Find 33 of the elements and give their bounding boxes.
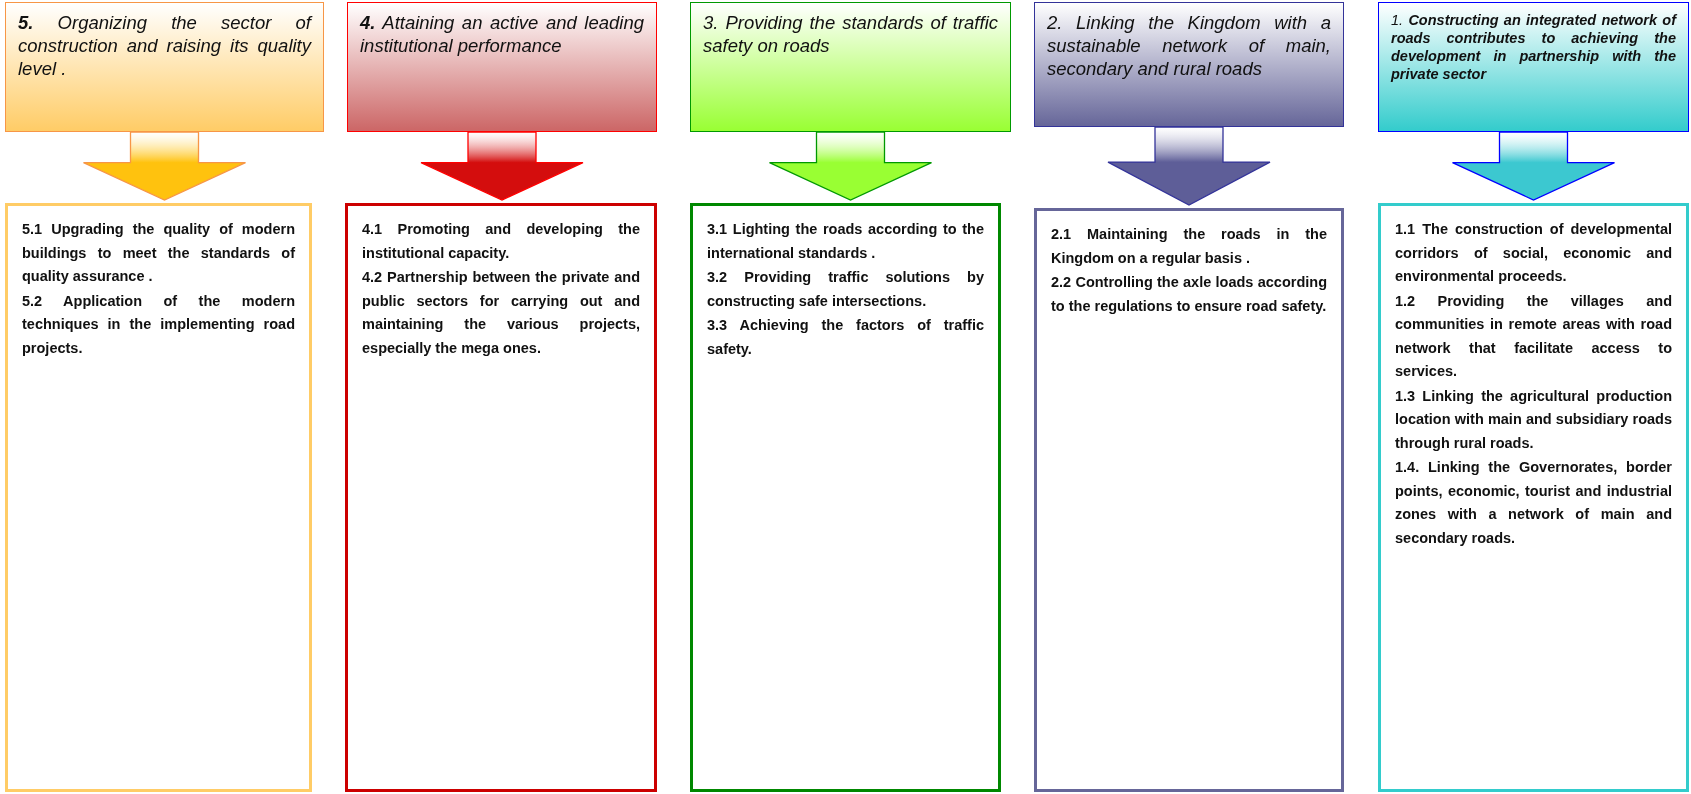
action-list-box [5,203,312,792]
action-item: 1.4. Linking the Governorates, border points, economic, tourist and industrial zones with a network of main and secondary roads. [1395,458,1672,548]
action-item: 2.1 Maintaining the roads in the Kingdom on a regular basis . [1051,225,1327,268]
action-item: 1.1 The construction of developmental corridors of social, economic and environmental proceeds. [1395,220,1672,286]
block-arrow [768,131,933,201]
objective-title: 2. Linking the Kingdom with a sustainable network of main, secondary and rural roads [1047,11,1331,80]
action-list-box [1034,208,1344,792]
objective-header-box [1034,2,1344,127]
action-item: 1.2 Providing the villages and communities in remote areas with road network that facilitate access to services. [1395,291,1672,381]
action-item: 4.2 Partnership between the private and public sectors for carrying out and maintaining the various projects, especially the mega ones. [362,268,640,358]
objective-header-box [1378,2,1689,132]
block-arrow [1451,131,1616,201]
action-item: 3.2 Providing traffic solutions by constructing safe intersections. [707,268,984,311]
action-list-box [345,203,657,792]
objective-title: 1. Constructing an integrated network of roads contributes to achieving the development in partnership with the private sector [1391,11,1676,83]
block-arrow [82,131,247,201]
objective-title: 5. Organizing the sector of construction and raising its quality level . [18,11,311,80]
action-item: 3.1 Lighting the roads according to the international standards . [707,220,984,263]
block-arrow [1107,126,1271,206]
action-item: 5.2 Application of the modern techniques in the implementing road projects. [22,291,295,358]
action-item: 2.2 Controlling the axle loads according to the regulations to ensure road safety. [1051,273,1327,316]
action-item: 4.1 Promoting and developing the institutional capacity. [362,220,640,263]
objective-title: 4. Attaining an active and leading institutional performance [360,11,644,57]
action-item: 3.3 Achieving the factors of traffic safety. [707,316,984,359]
action-item: 1.3 Linking the agricultural production location with main and subsidiary roads through rural roads. [1395,386,1672,453]
objective-header-box [347,2,657,132]
objective-title: 3. Providing the standards of traffic safety on roads [703,11,998,57]
action-list-box [690,203,1001,792]
objective-header-box [690,2,1011,132]
block-arrow [420,131,584,201]
objective-header-box [5,2,324,132]
action-list-box [1378,203,1689,792]
action-item: 5.1 Upgrading the quality of modern buildings to meet the standards of quality assurance . [22,220,295,286]
